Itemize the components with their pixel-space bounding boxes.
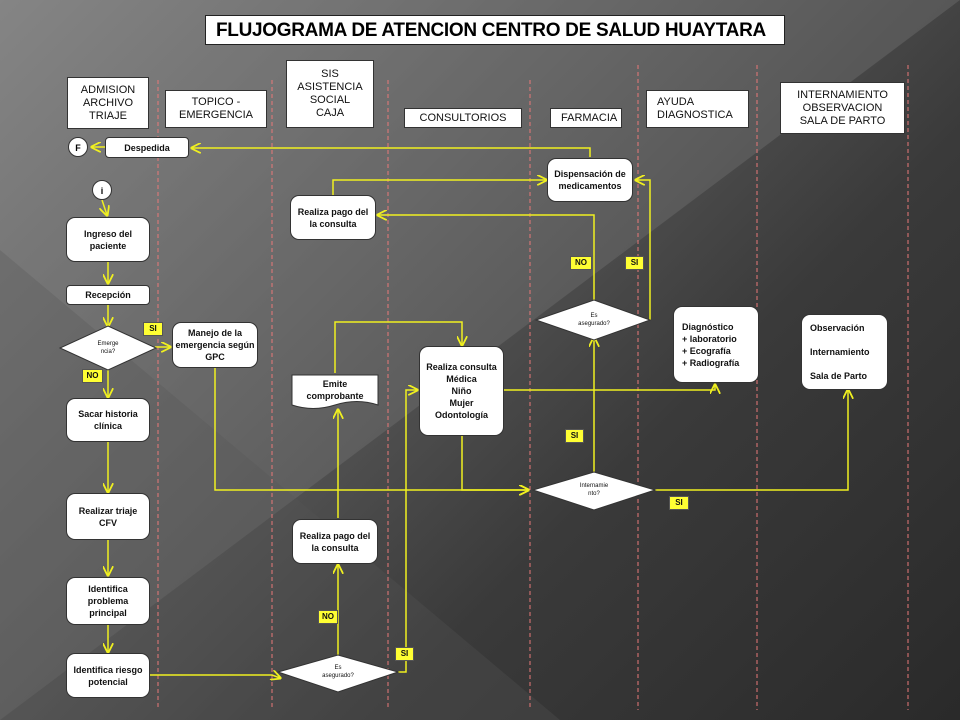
despedida-box: Despedida <box>105 137 189 158</box>
emergencia-question: Emerge ncia? <box>97 341 119 355</box>
tag-si-consult: SI <box>565 429 584 443</box>
tag-si-bottom: SI <box>395 647 414 661</box>
inicio-terminal: i <box>92 180 112 200</box>
diamond-asegurado-farm <box>534 299 652 341</box>
diamond-internamiento <box>531 471 657 511</box>
pago2-box: Realiza pago del la consulta <box>292 519 378 564</box>
diagnostico-box: Diagnóstico + laboratorio + Ecografía + … <box>673 306 759 383</box>
manejo-box: Manejo de la emergencia según GPC <box>172 322 258 368</box>
tag-no-emergencia: NO <box>82 369 103 383</box>
dispensacion-box: Dispensación de medicamentos <box>547 158 633 202</box>
ingreso-box: Ingreso del paciente <box>66 217 150 262</box>
tag-si-emergencia: SI <box>143 322 163 336</box>
tag-no-bottom: NO <box>318 610 338 624</box>
asegurado-bottom-question: Es asegurado? <box>322 665 354 679</box>
lane-header-internamiento: INTERNAMIENTO OBSERVACION SALA DE PARTO <box>780 82 905 134</box>
tag-si-farm: SI <box>625 256 644 270</box>
tag-si-intern: SI <box>669 496 689 510</box>
historia-box: Sacar historia clínica <box>66 398 150 442</box>
problema-box: Identifica problema principal <box>66 577 150 625</box>
diamond-emergencia <box>58 325 158 371</box>
lane-header-ayuda: AYUDA DIAGNOSTICA <box>646 90 749 128</box>
recepcion-box: Recepción <box>66 285 150 305</box>
internamiento-question: Internamie nto? <box>579 483 609 497</box>
lane-header-farmacia: FARMACIA <box>550 108 622 128</box>
asegurado-farm-question: Es asegurado? <box>578 313 610 327</box>
pago1-box: Realiza pago del la consulta <box>290 195 376 240</box>
tag-no-farm: NO <box>570 256 592 270</box>
document-shape-comprobante <box>291 374 379 409</box>
page-title: FLUJOGRAMA DE ATENCION CENTRO DE SALUD H… <box>205 15 785 45</box>
diamond-asegurado-bottom <box>276 654 400 693</box>
lane-header-admision: ADMISION ARCHIVO TRIAJE <box>67 77 149 129</box>
triaje-box: Realizar triaje CFV <box>66 493 150 540</box>
observacion-box: Observación Internamiento Sala de Parto <box>801 314 888 390</box>
fin-terminal: F <box>68 137 88 157</box>
riesgo-box: Identifica riesgo potencial <box>66 653 150 698</box>
comprobante-label: Emite comprobante <box>306 379 364 401</box>
lane-header-topico: TOPICO - EMERGENCIA <box>165 90 267 128</box>
lane-header-sis: SIS ASISTENCIA SOCIAL CAJA <box>286 60 374 128</box>
lane-header-consultorios: CONSULTORIOS <box>404 108 522 128</box>
consulta-box: Realiza consulta Médica Niño Mujer Odont… <box>419 346 504 436</box>
